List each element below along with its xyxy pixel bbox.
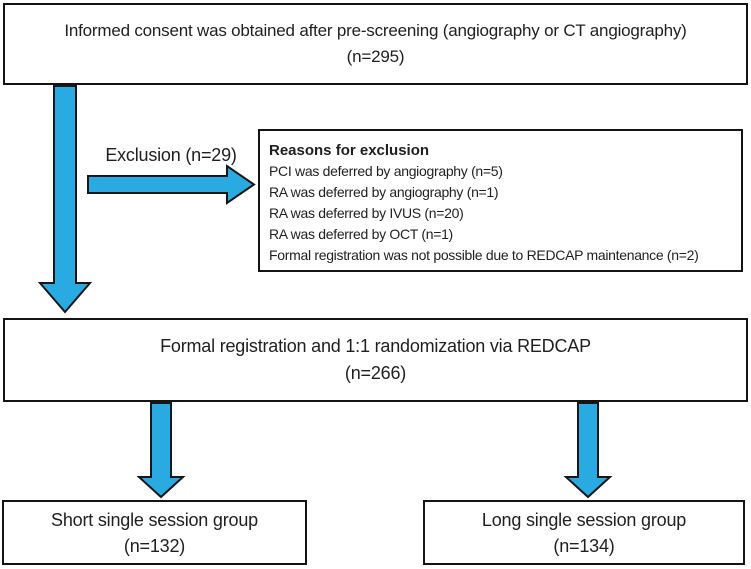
arrow-randomization-to-short-group bbox=[136, 402, 186, 499]
exclusion-reason-item: RA was deferred by angiography (n=1) bbox=[269, 184, 499, 200]
consent-box: Informed consent was obtained after pre-… bbox=[3, 3, 748, 85]
exclusion-reason-item: RA was deferred by IVUS (n=20) bbox=[269, 205, 464, 221]
consent-box-count: (n=295) bbox=[346, 47, 405, 66]
randomization-box: Formal registration and 1:1 randomizatio… bbox=[3, 318, 748, 402]
exclusion-reason-item: RA was deferred by OCT (n=1) bbox=[269, 226, 453, 242]
long-group-box-count: (n=134) bbox=[553, 535, 615, 556]
short-group-box-text: Short single session group bbox=[51, 509, 258, 530]
long-group-box: Long single session group (n=134) bbox=[423, 500, 745, 565]
exclusion-reasons-box: Reasons for exclusion PCI was deferred b… bbox=[258, 129, 743, 272]
randomization-box-text: Formal registration and 1:1 randomizatio… bbox=[160, 336, 591, 356]
long-group-box-text: Long single session group bbox=[481, 509, 687, 530]
short-group-box-count: (n=132) bbox=[123, 535, 186, 556]
arrow-randomization-to-long-group bbox=[563, 402, 613, 499]
exclusion-reason-item: Formal registration was not possible due… bbox=[269, 247, 699, 263]
exclusion-label: Exclusion (n=29) bbox=[105, 145, 237, 165]
randomization-box-count: (n=266) bbox=[344, 363, 407, 383]
arrow-consent-to-randomization bbox=[37, 85, 93, 314]
consent-box-text: Informed consent was obtained after pre-… bbox=[64, 21, 687, 40]
arrow-exclusion bbox=[87, 164, 256, 205]
short-group-box: Short single session group (n=132) bbox=[2, 500, 307, 565]
exclusion-reason-item: PCI was deferred by angiography (n=5) bbox=[269, 163, 503, 179]
exclusion-reasons-title: Reasons for exclusion bbox=[269, 142, 430, 159]
